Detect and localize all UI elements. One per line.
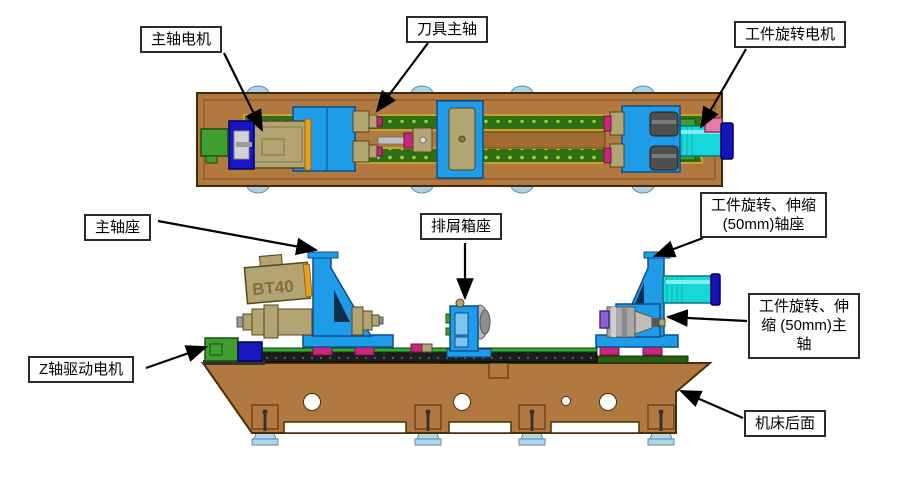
arrow-tool-spindle xyxy=(375,42,429,113)
drive-shaft xyxy=(377,127,433,153)
bt40-spindle-motor: BT40 xyxy=(243,254,313,305)
machine-bed xyxy=(201,362,713,434)
arrow-machine-back xyxy=(678,389,744,420)
bed-rails xyxy=(204,343,689,364)
machine-side-view: BT40 xyxy=(201,251,721,446)
workpiece-axis-assembly xyxy=(595,251,721,356)
label-chip-box-seat: 排屑箱座 xyxy=(420,213,503,241)
arrow-workpiece-rotation-motor xyxy=(699,48,747,129)
spindle-motor-top xyxy=(228,118,312,171)
callout-arrows xyxy=(145,42,748,420)
label-machine-back: 机床后面 xyxy=(744,410,827,438)
bt40-marking: BT40 xyxy=(251,277,294,300)
tool-spindle-cones xyxy=(352,110,378,163)
workpiece-carriage-top xyxy=(603,105,734,173)
label-tool-spindle: 刀具主轴 xyxy=(406,16,489,44)
machine-top-view xyxy=(196,85,734,194)
label-workpiece-spindle: 工件旋转、伸 缩 (50mm)主 轴 xyxy=(748,293,861,359)
arrow-workpiece-spindle xyxy=(665,309,748,327)
middle-carriage xyxy=(436,100,484,179)
label-workpiece-axis-seat: 工件旋转、伸缩 (50mm)轴座 xyxy=(700,192,828,239)
arrow-workpiece-axis-seat xyxy=(652,236,704,258)
arrow-spindle-seat xyxy=(157,219,319,256)
spindle-nose xyxy=(236,304,384,339)
spindle-seat-assembly: BT40 xyxy=(236,251,394,356)
label-z-axis-drive-motor: Z轴驱动电机 xyxy=(28,356,135,384)
label-spindle-motor: 主轴电机 xyxy=(140,26,223,54)
workpiece-rotation-motor-side xyxy=(662,273,721,306)
label-workpiece-rotation-motor: 工件旋转电机 xyxy=(734,21,847,49)
arrow-z-axis-drive-motor xyxy=(145,345,209,370)
arrow-spindle-motor xyxy=(223,52,263,132)
z-axis-motor-side xyxy=(203,337,265,365)
label-spindle-seat: 主轴座 xyxy=(84,214,152,242)
workpiece-spindle-nose xyxy=(599,306,666,338)
z-axis-motor-top xyxy=(200,128,229,164)
chip-box-assembly xyxy=(445,298,492,358)
